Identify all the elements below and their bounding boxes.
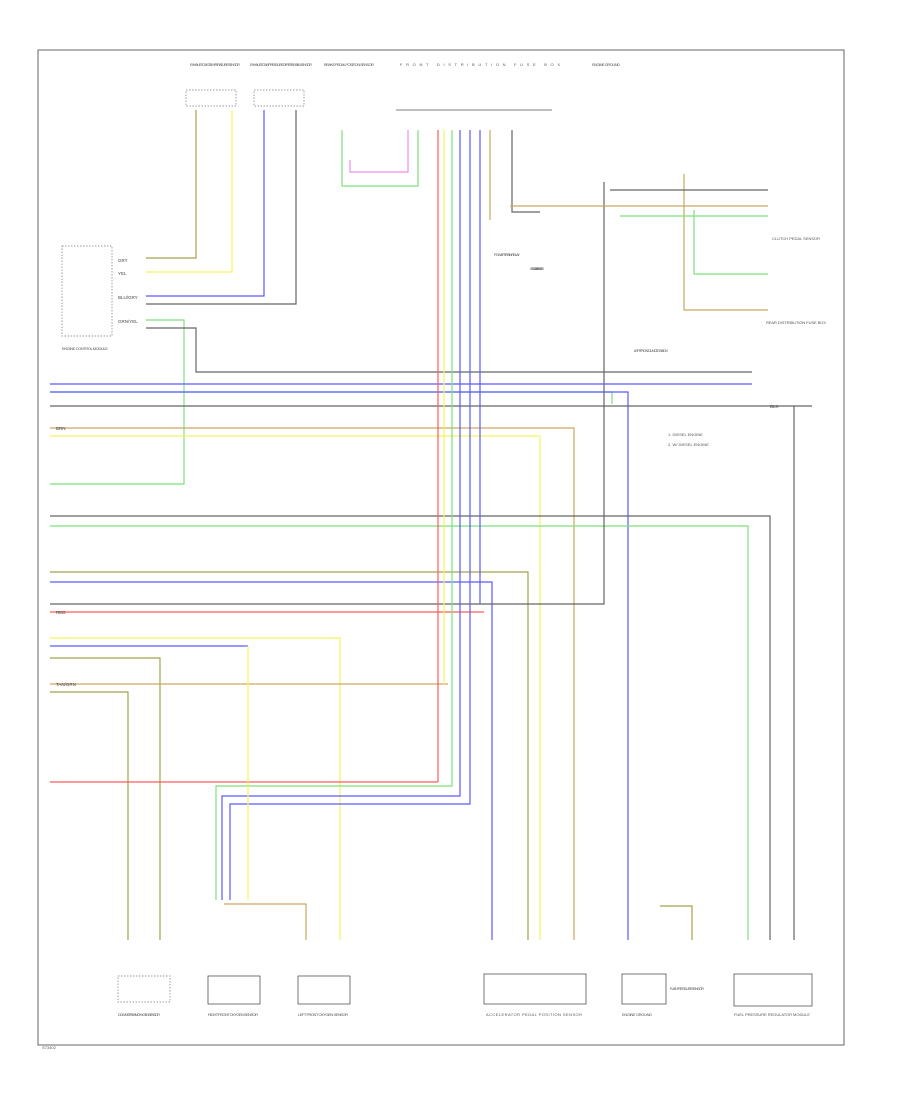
downstream-o2-label: DOWNSTREAM OXYGEN SENSOR — [118, 1012, 160, 1017]
engine-control-module-label: ENGINE CONTROL MODULE — [62, 346, 108, 351]
front-fuse-box-label: FRONT DISTRIBUTION FUSE BOX — [400, 62, 560, 67]
wire-gray-relay — [511, 130, 540, 213]
rear-fuse-box-label: REAR DISTRIBUTION FUSE BOX — [766, 320, 826, 325]
exhaust-temp-sensor-box — [185, 89, 237, 107]
wires — [50, 110, 812, 940]
left-front-junction-label: LEFT FRONT JUNCTION BOX — [634, 348, 668, 353]
brake-pedal-sensor-label: BRAKE PEDAL POSITION SENSOR — [324, 62, 374, 67]
engine-control-module-box — [61, 245, 113, 337]
wire-pink-top-1 — [349, 130, 409, 173]
wire-tag-2: YEL — [118, 271, 127, 276]
wire-green-bus-3 — [50, 525, 749, 940]
exhaust-pressure-sensor-box — [253, 89, 305, 107]
rh-front-o2-box — [207, 975, 261, 1005]
exhaust-temp-sensor-label: EXHAUST GAS TEMPERATURE SENSOR — [190, 62, 240, 67]
wire-blue-relay-1 — [221, 130, 461, 900]
wire-tags: GRY YEL BLU/GRY GRN/YEL BRN RED TAN/GRN … — [56, 258, 779, 687]
wire-blue-relay-2 — [229, 130, 471, 900]
wire-olive-bus-4 — [50, 571, 529, 940]
engine-ground-2-label: ENGINE GROUND — [622, 1012, 652, 1017]
wire-yellow-top-1 — [146, 110, 233, 273]
wire-tan-right-2 — [683, 174, 768, 311]
lh-front-o2-label: LEFT FRONT OXYGEN SENSOR — [298, 1012, 348, 1017]
wire-olive-top-1 — [146, 110, 197, 259]
wire-gray-ecm — [146, 327, 752, 373]
wire-blue-top-1 — [146, 110, 265, 297]
accelerator-pedal-box — [483, 973, 587, 1005]
ground-sensor-label: GROUND SENSOR — [530, 266, 544, 271]
wire-tag-7: TAN/GRN — [56, 682, 76, 687]
wire-yellow-bus-2 — [50, 435, 541, 940]
engine-ground-label: ENGINE GROUND — [592, 62, 620, 67]
rh-front-o2-label: RIGHT FRONT OXYGEN SENSOR — [208, 1012, 258, 1017]
wire-green-ecm — [50, 319, 185, 485]
engine-ground-2-box — [621, 973, 667, 1005]
wire-green-right-3 — [693, 210, 768, 275]
downstream-o2-box — [117, 975, 171, 1003]
wire-olive-bus-8 — [50, 691, 129, 940]
note-1: 1. DIESEL ENGINE — [668, 432, 703, 437]
wire-gray-top-1 — [146, 110, 297, 305]
wire-tag-6: RED — [56, 610, 66, 615]
wire-tag-4: GRN/YEL — [118, 319, 138, 324]
wire-tag-5: BRN — [56, 426, 66, 431]
accelerator-pedal-label: ACCELERATOR PEDAL POSITION SENSOR — [486, 1012, 582, 1017]
powertrain-relay-label: POWERTRAIN RELAY — [494, 252, 520, 257]
wire-olive-link — [224, 903, 307, 940]
clutch-pedal-sensor-label: CLUTCH PEDAL SENSOR — [772, 236, 820, 241]
fuel-pressure-module-box — [733, 973, 813, 1007]
wire-green-top-1 — [341, 130, 419, 187]
wire-olive-bus-2 — [50, 427, 575, 940]
wire-yellow-bus-6 — [50, 637, 341, 940]
wire-green-relay — [215, 130, 453, 900]
wire-gray-bus-5 — [50, 182, 605, 605]
components: EXHAUST GAS TEMPERATURE SENSOR EXHAUST G… — [61, 62, 826, 1017]
note-2: 2. W/ DIESEL ENGINE — [668, 442, 709, 447]
wire-olive-link-2 — [660, 905, 693, 940]
wire-gray-bus-3 — [50, 515, 771, 940]
diagram-code: S73402 — [42, 1045, 57, 1050]
fuel-pressure-module-label: FUEL PRESSURE REGULATOR MODULE — [734, 1012, 810, 1017]
wire-blue-bus-4 — [50, 581, 493, 940]
fuel-pressure-sensor-label: FUEL PRESSURE SENSOR — [670, 986, 704, 991]
wire-blue-bus-2 — [50, 391, 629, 940]
wire-tag-1: GRY — [118, 258, 128, 263]
exhaust-pressure-sensor-label: EXHAUST GAS PRESSURE DIFFERENTIAL SENSOR — [250, 62, 312, 67]
lh-front-o2-box — [297, 975, 351, 1005]
wire-tag-8: BLK — [770, 404, 779, 409]
wire-olive-bus-6 — [50, 657, 161, 940]
wire-green-bus-1 — [50, 391, 613, 404]
diagram-frame — [37, 49, 845, 1046]
wire-tag-3: BLU/GRY — [118, 295, 138, 300]
